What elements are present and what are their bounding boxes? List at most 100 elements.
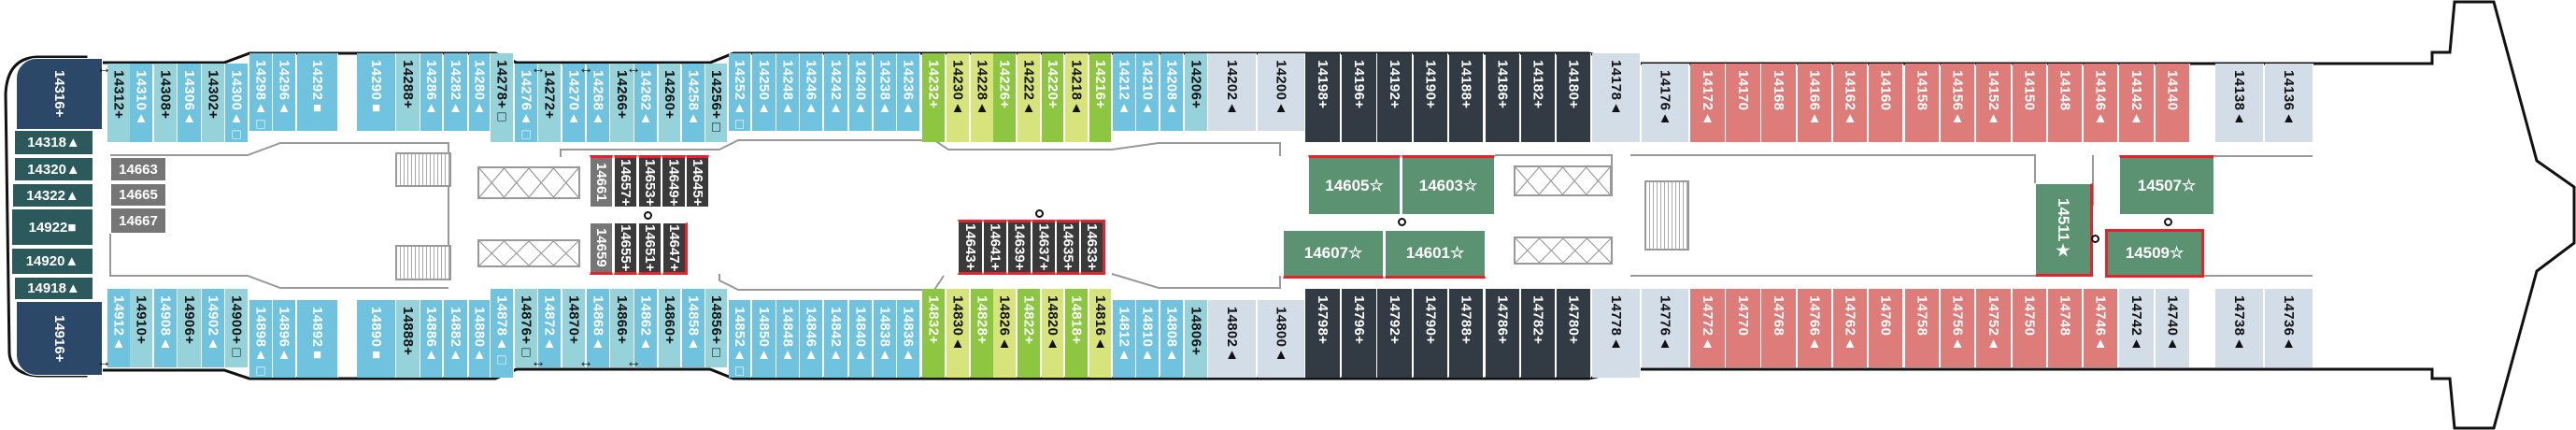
cabin-14870[interactable]: 14870+ — [562, 289, 586, 367]
room-14920[interactable]: 14920▲ — [11, 248, 93, 275]
cabin-14846[interactable]: 14846▲ — [800, 300, 823, 378]
cabin-14818[interactable]: 14818+ — [1065, 289, 1089, 378]
cabin-14200[interactable]: 14200▲ — [1258, 53, 1305, 131]
cabin-14906[interactable]: 14906+ — [178, 289, 202, 367]
cabin-14146[interactable]: 14146▲ — [2084, 64, 2118, 142]
cabin-14800[interactable]: 14800▲ — [1258, 300, 1305, 378]
cabin-14306[interactable]: 14306▲ — [178, 64, 202, 142]
cabin-14838[interactable]: 14838▲ — [874, 300, 897, 378]
cabin-14878[interactable]: 14878▲□ — [491, 289, 514, 378]
cabin-14772[interactable]: 14772▲ — [1690, 289, 1726, 367]
cabin-14896[interactable]: 14896▲ — [273, 300, 296, 378]
cabin-14886[interactable]: 14886▲ — [420, 300, 443, 378]
cabin-14762[interactable]: 14762▲ — [1833, 289, 1868, 367]
cabin-14872[interactable]: 14872▲ — [538, 289, 562, 367]
cabin-14220[interactable]: 14220+ — [1042, 53, 1064, 142]
cabin-14298[interactable]: 14298▲□ — [249, 53, 273, 133]
room-14643[interactable]: 14643+ — [958, 220, 983, 275]
cabin-14908[interactable]: 14908▲ — [154, 289, 178, 367]
cabin-14738[interactable]: 14738▲ — [2215, 289, 2264, 367]
cabin-14766[interactable]: 14766▲ — [1798, 289, 1832, 367]
room-14649[interactable]: 14649+ — [662, 155, 686, 208]
cabin-14136[interactable]: 14136▲ — [2265, 64, 2313, 142]
room-14653[interactable]: 14653+ — [638, 155, 662, 208]
cabin-14790[interactable]: 14790+ — [1414, 289, 1448, 378]
cabin-14860[interactable]: 14860+ — [659, 289, 681, 367]
cabin-14282[interactable]: 14282▲ — [444, 53, 468, 131]
room-14647[interactable]: 14647+ — [662, 222, 688, 275]
cabin-14788[interactable]: 14788+ — [1449, 289, 1484, 378]
cabin-14832[interactable]: 14832+ — [922, 289, 946, 378]
cabin-14842[interactable]: 14842▲ — [824, 300, 848, 378]
cabin-14828[interactable]: 14828+ — [971, 289, 994, 378]
cabin-14238[interactable]: 14238▲ — [874, 53, 897, 131]
cabin-14752[interactable]: 14752▲ — [1976, 289, 2012, 367]
cabin-14812[interactable]: 14812▲ — [1113, 300, 1136, 378]
room-14635[interactable]: 14635+ — [1056, 220, 1080, 275]
room-14322[interactable]: 14322▲ — [12, 183, 93, 208]
cabin-14308[interactable]: 14308+ — [154, 64, 178, 142]
cabin-14866[interactable]: 14866+ — [610, 289, 634, 367]
cabin-14868[interactable]: 14868▲ — [587, 289, 610, 367]
cabin-14890[interactable]: 14890■ — [357, 300, 396, 378]
cabin-14158[interactable]: 14158 — [1905, 64, 1940, 142]
cabin-14810[interactable]: 14810▲ — [1136, 300, 1160, 378]
room-14318[interactable]: 14318▲ — [14, 130, 93, 155]
cabin-14156[interactable]: 14156▲ — [1941, 64, 1975, 142]
cabin-14190[interactable]: 14190+ — [1414, 53, 1448, 142]
cabin-14856[interactable]: 14856+□ — [705, 289, 728, 367]
cabin-14816[interactable]: 14816▲ — [1089, 289, 1112, 378]
room-14320[interactable]: 14320▲ — [14, 157, 93, 181]
cabin-14230[interactable]: 14230▲ — [946, 53, 970, 142]
cabin-14188[interactable]: 14188+ — [1449, 53, 1484, 142]
cabin-14198[interactable]: 14198+ — [1305, 53, 1341, 142]
cabin-14250[interactable]: 14250▲ — [752, 53, 776, 131]
cabin-14776[interactable]: 14776▲ — [1642, 289, 1689, 367]
cabin-14742[interactable]: 14742▲ — [2119, 289, 2155, 367]
room-14667[interactable]: 14667 — [110, 208, 166, 234]
cabin-14798[interactable]: 14798+ — [1305, 289, 1341, 378]
cabin-14820[interactable]: 14820▲ — [1042, 289, 1064, 378]
room-14918[interactable]: 14918▲ — [14, 277, 93, 300]
cabin-14900[interactable]: 14900+□ — [225, 289, 249, 367]
cabin-14756[interactable]: 14756▲ — [1941, 289, 1975, 367]
cabin-14310[interactable]: 14310▲ — [130, 64, 153, 142]
room-14916[interactable]: 14916+ — [16, 301, 103, 376]
cabin-14252[interactable]: 14252▲□ — [729, 53, 751, 133]
cabin-14802[interactable]: 14802▲ — [1208, 300, 1257, 378]
cabin-14276[interactable]: 14276▲□ — [515, 64, 538, 143]
cabin-14780[interactable]: 14780+ — [1557, 289, 1591, 378]
cabin-14888[interactable]: 14888+ — [396, 300, 420, 378]
room-14659[interactable]: 14659 — [590, 222, 613, 275]
room-14316[interactable]: 14316+ — [16, 58, 103, 130]
cabin-14826[interactable]: 14826▲ — [993, 289, 1017, 378]
cabin-14290[interactable]: 14290■ — [357, 53, 396, 131]
cabin-14806[interactable]: 14806+ — [1185, 300, 1208, 378]
cabin-14228[interactable]: 14228▲ — [971, 53, 994, 142]
cabin-14288[interactable]: 14288+ — [396, 53, 420, 131]
suite-14605[interactable]: 14605☆ — [1308, 155, 1401, 215]
room-14663[interactable]: 14663 — [110, 157, 166, 181]
room-14657[interactable]: 14657+ — [614, 155, 637, 208]
room-14655[interactable]: 14655+ — [614, 222, 637, 275]
cabin-14858[interactable]: 14858▲ — [682, 289, 705, 367]
cabin-14168[interactable]: 14168 — [1761, 64, 1797, 142]
cabin-14786[interactable]: 14786+ — [1486, 289, 1520, 378]
suite-14603[interactable]: 14603☆ — [1402, 155, 1495, 215]
cabin-14152[interactable]: 14152▲ — [1976, 64, 2012, 142]
cabin-14246[interactable]: 14246▲ — [800, 53, 823, 131]
cabin-14750[interactable]: 14750 — [2013, 289, 2047, 367]
room-14637[interactable]: 14637+ — [1032, 220, 1056, 275]
cabin-14746[interactable]: 14746▲ — [2084, 289, 2118, 367]
cabin-14212[interactable]: 14212▲ — [1113, 53, 1136, 131]
cabin-14740[interactable]: 14740▲ — [2156, 289, 2190, 367]
room-14645[interactable]: 14645+ — [686, 155, 709, 208]
room-14633[interactable]: 14633+ — [1080, 220, 1105, 275]
cabin-14256[interactable]: 14256+□ — [705, 64, 728, 142]
cabin-14862[interactable]: 14862▲ — [634, 289, 658, 367]
cabin-14242[interactable]: 14242▲ — [824, 53, 848, 131]
cabin-14268[interactable]: 14268▲ — [587, 64, 610, 142]
cabin-14150[interactable]: 14150 — [2013, 64, 2047, 142]
cabin-14892[interactable]: 14892■ — [297, 300, 338, 378]
suite-14601[interactable]: 14601☆ — [1385, 230, 1486, 279]
